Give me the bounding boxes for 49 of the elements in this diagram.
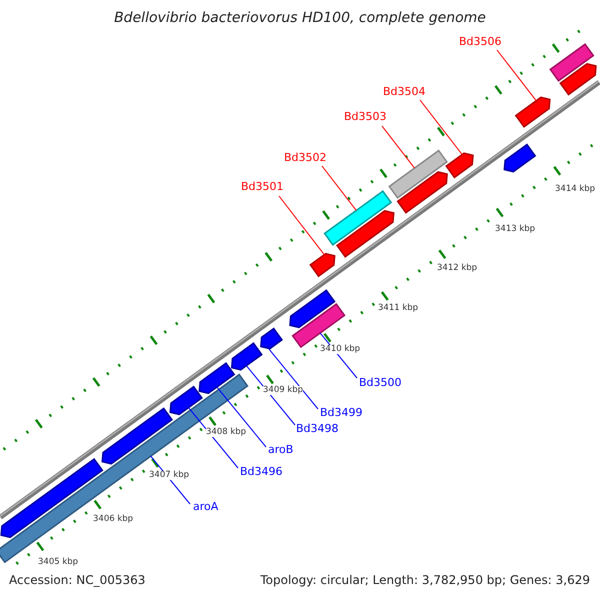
- scale-label: 3409 kbp: [263, 386, 304, 394]
- scale-label: 3414 kbp: [555, 185, 596, 194]
- gene-label: Bd3504: [383, 86, 426, 97]
- scale-label: 3412 kbp: [437, 264, 478, 272]
- title: Bdellovibrio bacteriovorus HD100, complete genome: [113, 11, 487, 25]
- scale-label: 3407 kbp: [149, 471, 190, 480]
- gene-block: [198, 362, 236, 394]
- leader-line: [268, 348, 318, 410]
- genome-summary: Topology: circular; Length: 3,782,950 bp; Genes: 3,629: [260, 574, 590, 586]
- leader-line: [246, 365, 296, 426]
- leader-line: [322, 166, 357, 211]
- scale-label: 3410 kbp: [320, 345, 360, 354]
- gene-label: aroA: [193, 501, 218, 512]
- gene-label: Bd3500: [359, 377, 402, 388]
- gene-block: [336, 210, 394, 258]
- gene-label: Bd3506: [459, 36, 502, 47]
- gene-label: Bd3496: [240, 466, 283, 477]
- gene-label: Bd3499: [320, 407, 363, 418]
- feature-bar: [549, 43, 594, 82]
- scale-label: 3405 kbp: [38, 558, 78, 566]
- scale-label: 3408 kbp: [206, 428, 246, 436]
- gene-block: [309, 252, 336, 278]
- gene-block: [396, 171, 448, 214]
- gene-label: Bd3501: [241, 181, 284, 192]
- gene-block: [289, 289, 336, 328]
- leader-line: [496, 50, 537, 102]
- leader-line: [420, 100, 463, 155]
- gene-block: [169, 386, 203, 416]
- accession-note: Accession: NC_005363: [9, 574, 146, 586]
- scale-label: 3406 kbp: [93, 515, 134, 524]
- leader-line: [216, 386, 266, 448]
- gene-block: [514, 96, 551, 128]
- gene-label: Bd3498: [296, 423, 339, 434]
- gene-block: [504, 143, 536, 173]
- gene-block: [260, 327, 284, 350]
- gene-block: [559, 63, 597, 96]
- gene-label: aroB: [268, 444, 294, 455]
- leader-line: [188, 407, 238, 468]
- feature-bar: [324, 190, 392, 246]
- scale-label: 3413 kbp: [495, 225, 536, 234]
- leader-line: [382, 126, 415, 169]
- feature-bar: [388, 150, 448, 199]
- gene-label: Bd3502: [284, 152, 327, 163]
- gene-block: [230, 342, 263, 371]
- scale-label: 3411 kbp: [378, 304, 418, 312]
- gene-block: [102, 407, 173, 465]
- gene-block: [445, 152, 474, 178]
- leader-line: [278, 196, 325, 256]
- gene-label: Bd3503: [344, 111, 387, 122]
